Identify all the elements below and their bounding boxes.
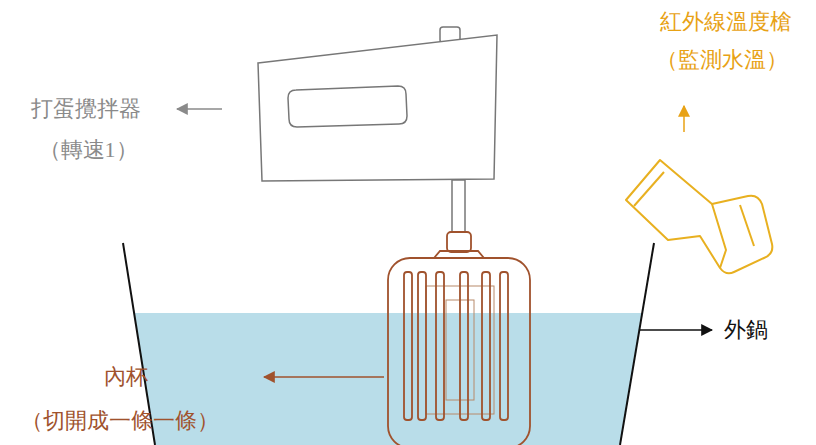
part-label: （切開成一條一條） [21,408,219,434]
leader-arrow [177,108,222,110]
hand-mixer [258,27,497,234]
cup-body [388,258,530,445]
cup-cap [447,232,471,252]
inner-cup [388,232,530,445]
gun-grip-line [740,205,754,246]
outer-pot-wall [620,243,654,445]
part-label: 紅外線溫度槍 [660,9,792,35]
infrared-thermometer [626,160,772,273]
part-label: （轉速1） [39,137,138,163]
part-label: 打蛋攪拌器 [31,96,141,122]
gun-lens [634,172,664,206]
gun-body [626,160,772,273]
cup-slit [404,272,412,420]
cup-shoulder [434,251,484,258]
mixer-shaft [452,180,465,234]
leader-arrow [264,376,384,378]
leader-arrow [640,329,712,331]
part-label: （監測水溫） [656,47,788,73]
cup-slit [482,272,490,420]
cup-slit [500,272,508,420]
cup-slit [436,272,444,420]
gun-grip-edge [712,204,726,268]
mixer-body [258,35,497,181]
part-label: 外鍋 [724,317,768,343]
leader-arrow [683,106,685,132]
cup-slit [460,272,468,420]
part-label: 內杯 [104,364,148,390]
mixer-window [288,86,407,127]
cup-slit [418,272,426,420]
